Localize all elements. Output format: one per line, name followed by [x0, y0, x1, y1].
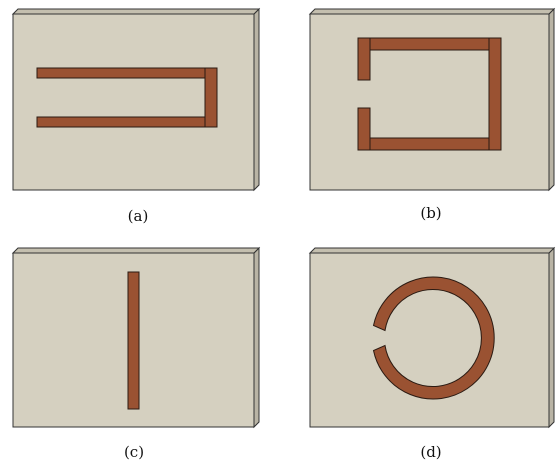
substrate-board-a	[11, 7, 261, 192]
panel-c: (c)	[11, 246, 261, 461]
caption-a: (a)	[128, 207, 149, 225]
substrate-board-d	[308, 246, 556, 429]
substrate-board-b	[308, 7, 556, 192]
caption-d: (d)	[420, 443, 441, 461]
caption-b: (b)	[420, 204, 441, 222]
straight-strip-trace	[127, 271, 140, 410]
split-square-loop-trace	[357, 37, 502, 151]
caption-c: (c)	[124, 443, 144, 461]
folded-strip-trace	[36, 67, 218, 128]
panel-b: (b)	[308, 7, 556, 222]
panel-d: (d)	[308, 246, 556, 461]
split-ring-trace	[372, 276, 495, 400]
panel-a: (a)	[11, 7, 261, 225]
